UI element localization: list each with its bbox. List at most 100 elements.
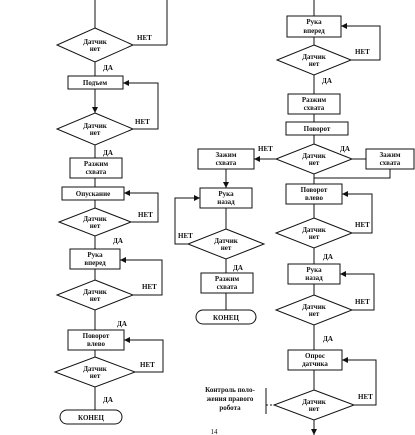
comment-text: жения правого bbox=[207, 395, 254, 403]
process-label: вперед bbox=[303, 27, 325, 35]
loop-line bbox=[340, 273, 375, 311]
terminator-label: КОНЕЦ bbox=[78, 414, 104, 422]
arrowhead bbox=[342, 191, 348, 197]
loop-line bbox=[124, 339, 164, 373]
process-block bbox=[69, 157, 123, 179]
process-label: датчика bbox=[302, 360, 328, 368]
branch-no-label: НЕТ bbox=[358, 393, 373, 401]
process-label: Зажим bbox=[379, 151, 400, 159]
process-label: вперед bbox=[84, 259, 106, 267]
process-label: Поворот bbox=[301, 186, 328, 194]
decision-label: Датчик bbox=[302, 303, 327, 311]
decision-label: нет bbox=[309, 159, 320, 167]
decision-label: нет bbox=[309, 60, 320, 68]
decision-label: нет bbox=[221, 244, 232, 252]
process-label: схвата bbox=[216, 159, 237, 167]
decision-label: нет bbox=[309, 233, 320, 241]
branch-no-label: НЕТ bbox=[355, 221, 370, 229]
process-label: схвата bbox=[86, 168, 107, 176]
arrowhead bbox=[124, 337, 130, 343]
loop-line bbox=[342, 193, 373, 234]
arrowhead bbox=[124, 190, 130, 196]
right-flowchart: Рука вперед Датчик нет НЕТ ДА Разжим схв… bbox=[205, 0, 415, 435]
decision-label: нет bbox=[309, 405, 320, 413]
branch-yes-label: ДА bbox=[323, 335, 333, 343]
arrowhead bbox=[340, 271, 346, 277]
process-label: Рука bbox=[306, 266, 322, 274]
decision-label: Датчик bbox=[302, 398, 327, 406]
process-label: Зажим bbox=[215, 151, 236, 159]
loop-line bbox=[124, 192, 159, 223]
process-label: схвата bbox=[304, 104, 325, 112]
decision-label: Датчик bbox=[302, 226, 327, 234]
process-label: влево bbox=[87, 340, 105, 348]
decision-label: нет bbox=[90, 372, 101, 380]
process-label: схвата bbox=[380, 159, 401, 167]
middle-flowchart: Зажим схвата Рука назад Датчик нет НЕТ Д… bbox=[174, 148, 266, 325]
end-terminator bbox=[59, 409, 123, 425]
decision-label: нет bbox=[90, 129, 101, 137]
decision-label: нет bbox=[90, 295, 101, 303]
decision-label: Датчик bbox=[214, 237, 239, 245]
loop-line bbox=[174, 197, 200, 245]
process-label: Рука bbox=[87, 251, 103, 259]
branch-no-label: НЕТ bbox=[355, 298, 370, 306]
page-number: 14 bbox=[211, 428, 219, 435]
arrowhead bbox=[311, 429, 317, 435]
process-label: Поворот bbox=[304, 125, 331, 133]
branch-no-label: НЕТ bbox=[140, 361, 155, 369]
branch-yes-label: ДА bbox=[103, 149, 113, 157]
loop-line bbox=[120, 259, 163, 296]
branch-no-label: НЕТ bbox=[178, 232, 193, 240]
branch-yes-label: ДА bbox=[322, 77, 332, 85]
loop-line bbox=[341, 25, 381, 61]
comment-text: Контроль поло- bbox=[205, 386, 255, 394]
decision-label: Датчик bbox=[83, 122, 108, 130]
decision-label: Датчик bbox=[302, 53, 327, 61]
arrowhead bbox=[120, 257, 126, 263]
process-label: Поворот bbox=[83, 332, 110, 340]
decision-label: нет bbox=[90, 45, 101, 53]
process-label: Опрос bbox=[305, 352, 325, 360]
process-label: Подъем bbox=[83, 79, 107, 87]
decision-label: Датчик bbox=[83, 38, 108, 46]
loop-line bbox=[342, 359, 377, 406]
process-block bbox=[285, 121, 349, 136]
branch-no-label: НЕТ bbox=[135, 118, 150, 126]
branch-no-label: НЕТ bbox=[258, 145, 273, 153]
process-label: назад bbox=[305, 274, 323, 282]
process-label: схвата bbox=[217, 283, 238, 291]
decision-label: нет bbox=[90, 222, 101, 230]
branch-no-label: НЕТ bbox=[138, 211, 153, 219]
end-terminator bbox=[195, 309, 257, 325]
process-label: назад bbox=[217, 198, 235, 206]
loop-line bbox=[123, 82, 159, 130]
branch-no-label: НЕТ bbox=[137, 34, 152, 42]
comment-text: робота bbox=[219, 404, 241, 412]
arrowhead bbox=[341, 23, 347, 29]
arrowhead bbox=[92, 107, 98, 113]
branch-no-label: НЕТ bbox=[355, 48, 370, 56]
process-label: Рука bbox=[306, 18, 322, 26]
branch-yes-label: ДА bbox=[340, 145, 350, 153]
arrowhead bbox=[123, 80, 129, 86]
decision-label: нет bbox=[309, 310, 320, 318]
branch-yes-label: ДА bbox=[103, 64, 113, 72]
branch-no-label: НЕТ bbox=[142, 283, 157, 291]
branch-yes-label: ДА bbox=[103, 396, 113, 404]
decision-label: Датчик bbox=[302, 152, 327, 160]
branch-yes-label: ДА bbox=[117, 320, 127, 328]
process-label: Рука bbox=[218, 190, 234, 198]
branch-yes-label: ДА bbox=[233, 264, 243, 272]
connector-line bbox=[313, 169, 391, 184]
process-label: Опускание bbox=[76, 190, 110, 198]
decision-label: Датчик bbox=[83, 215, 108, 223]
arrowhead bbox=[254, 156, 260, 162]
process-label: Разжим bbox=[84, 160, 109, 168]
branch-yes-label: ДА bbox=[323, 253, 333, 261]
process-label: Разжим bbox=[302, 96, 327, 104]
decision-label: Датчик bbox=[83, 288, 108, 296]
terminator-label: КОНЕЦ bbox=[213, 314, 239, 322]
branch-yes-label: ДА bbox=[113, 237, 123, 245]
